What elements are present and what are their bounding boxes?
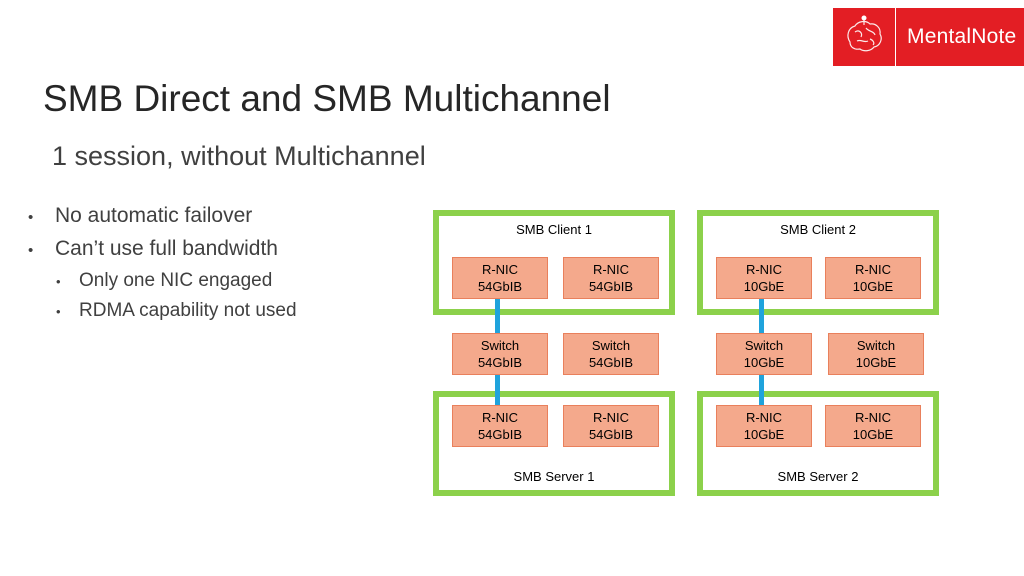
- smb-server-2-label: SMB Server 2: [777, 469, 859, 484]
- bullet-list: •No automatic failover •Can’t use full b…: [28, 204, 297, 330]
- brand-name: MentalNote: [907, 25, 1017, 48]
- bullet-item: •No automatic failover: [28, 204, 253, 227]
- logo-divider: [895, 8, 896, 66]
- smb-client-2-label: SMB Client 2: [780, 222, 856, 237]
- brain-icon: [833, 8, 895, 66]
- smb-client-1-label: SMB Client 1: [516, 222, 592, 237]
- slide-title: SMB Direct and SMB Multichannel: [43, 78, 611, 119]
- bullet-item: •Can’t use full bandwidth: [28, 237, 278, 260]
- slide-subtitle: 1 session, without Multichannel: [52, 141, 426, 171]
- sub-bullet-item: •Only one NIC engaged: [56, 270, 273, 291]
- sub-bullet-item: •RDMA capability not used: [56, 300, 297, 321]
- mentalnote-logo: MentalNote: [833, 8, 1024, 66]
- smb-server-1-label: SMB Server 1: [513, 469, 595, 484]
